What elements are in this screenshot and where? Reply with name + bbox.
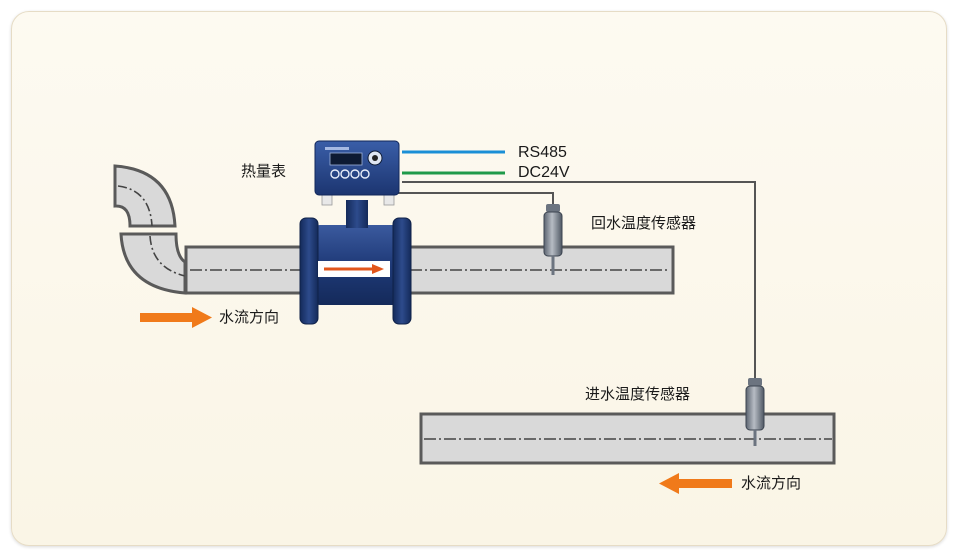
return-sensor-wire	[393, 192, 554, 204]
signal-wiring	[393, 150, 756, 378]
elbow-pipe	[113, 164, 187, 295]
meter-button	[340, 169, 350, 179]
meter-button	[360, 169, 370, 179]
return-temperature-sensor	[543, 204, 563, 275]
rs485-label: RS485	[518, 144, 567, 161]
flow-direction-label-bottom: 水流方向	[741, 474, 802, 492]
dc24v-label: DC24V	[518, 164, 570, 181]
flow-direction-label-top: 水流方向	[219, 308, 280, 326]
supply-sensor-wire	[402, 181, 756, 378]
heat-meter-label: 热量表	[241, 162, 287, 180]
flow-arrow-left	[659, 473, 732, 494]
meter-button	[330, 169, 340, 179]
meter-display	[329, 152, 363, 166]
supply-sensor-label: 进水温度传感器	[585, 385, 691, 403]
meter-button	[350, 169, 360, 179]
heat-meter	[299, 140, 412, 325]
lower-pipe	[419, 412, 836, 465]
supply-temperature-sensor	[745, 378, 765, 446]
return-sensor-label: 回水温度传感器	[591, 214, 697, 232]
flow-arrow-right	[140, 307, 212, 328]
upper-pipe	[184, 245, 675, 295]
